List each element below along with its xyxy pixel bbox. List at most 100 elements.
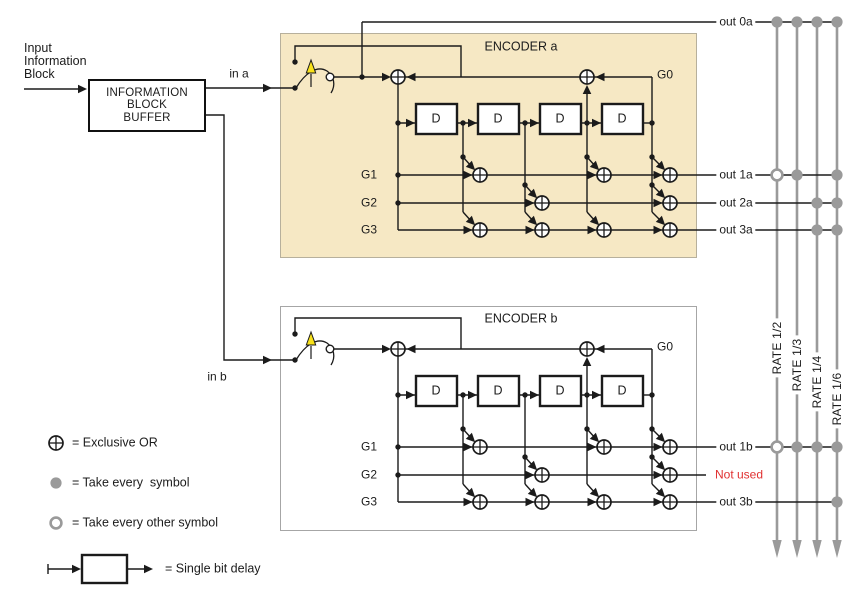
take-every-symbol-point [791, 169, 803, 181]
xor-gate [534, 494, 550, 510]
switch-blade-arc [295, 68, 335, 94]
xor-gate [662, 195, 678, 211]
switch-open-contact [325, 344, 335, 354]
encoder-b-g2-label: G2 [360, 467, 377, 482]
rate-line-2 [812, 22, 822, 558]
out-3b-label: out 3b [716, 496, 756, 509]
delay-d2b-label: D [493, 383, 503, 398]
take-every-symbol-point [811, 441, 823, 453]
rate-line-arrow-icon [792, 540, 802, 558]
take-every-symbol-point [831, 169, 843, 181]
xor-gate [662, 494, 678, 510]
xor-gate [662, 439, 678, 455]
legend-delay-text: = Single bit delay [165, 561, 261, 576]
encoder-b-g0-label: G0 [657, 339, 674, 354]
take-every-symbol-point [831, 496, 843, 508]
legend-every-symbol-text: = Take every symbol [72, 475, 190, 490]
delay-element-box [414, 374, 459, 408]
filled-circle-icon [50, 477, 62, 489]
delay-box-icon [47, 553, 153, 585]
take-every-other-symbol-point [770, 168, 784, 182]
delay-element-box [600, 374, 645, 408]
in-a-label: in a [229, 66, 249, 81]
encoder-a-title: ENCODER a [484, 39, 558, 54]
encoder-a-g2-label: G2 [360, 195, 377, 210]
xor-gate [534, 222, 550, 238]
out-1a-label: out 1a [716, 169, 756, 182]
out-0a-label: out 0a [716, 16, 756, 29]
switch-open-contact [325, 72, 335, 82]
take-every-symbol-point [771, 16, 783, 28]
xor-gate [662, 467, 678, 483]
in-b-label: in b [207, 369, 227, 384]
delay-d1b-label: D [431, 383, 441, 398]
rate-line-1 [792, 22, 802, 558]
take-every-symbol-point [791, 16, 803, 28]
rate-1-4-label: RATE 1/4 [809, 352, 825, 412]
rate-line-arrow-icon [812, 540, 822, 558]
out-0a-line [359, 21, 839, 80]
xor-gate [534, 195, 550, 211]
not-used-label: Not used [711, 469, 767, 482]
xor-gate [472, 439, 488, 455]
delay-d3b-label: D [555, 383, 565, 398]
switch-blade-arc [295, 340, 335, 366]
in-b-line [202, 114, 293, 365]
out-3a-label: out 3a [716, 224, 756, 237]
take-every-symbol-point [811, 197, 823, 209]
delay-d2a-label: D [493, 111, 503, 126]
take-every-symbol-point [831, 224, 843, 236]
encoder-b-box [280, 306, 697, 531]
xor-gate [662, 222, 678, 238]
rate-1-2-label: RATE 1/2 [769, 318, 785, 378]
rate-line-3 [832, 22, 842, 558]
xor-gate [596, 494, 612, 510]
switch-direction-arrow-icon [305, 330, 317, 346]
delay-element-box [476, 374, 521, 408]
encoder-b-title: ENCODER b [484, 311, 558, 326]
xor-gate [48, 435, 64, 451]
legend-every-other-text: = Take every other symbol [72, 515, 219, 530]
take-every-symbol-point [831, 16, 843, 28]
xor-gate [390, 341, 406, 357]
encoder-a-g3-label: G3 [360, 222, 377, 237]
xor-gate [579, 341, 595, 357]
xor-gate [579, 69, 595, 85]
xor-gate [596, 439, 612, 455]
take-every-symbol-point [791, 441, 803, 453]
open-circle-icon [49, 516, 63, 530]
delay-element-box [476, 102, 521, 136]
take-every-symbol-point [811, 224, 823, 236]
take-every-other-symbol-point [770, 440, 784, 454]
take-every-symbol-point [831, 197, 843, 209]
encoder-b-circuit [292, 317, 839, 510]
encoder-b-g1-label: G1 [360, 439, 377, 454]
delay-element-box [600, 102, 645, 136]
encoder-b-g3-label: G3 [360, 494, 377, 509]
xor-gate [390, 69, 406, 85]
information-block-buffer: INFORMATION BLOCK BUFFER [88, 79, 206, 132]
delay-element-box [538, 374, 583, 408]
rate-line-arrow-icon [772, 540, 782, 558]
delay-d4a-label: D [617, 111, 627, 126]
xor-gate [596, 167, 612, 183]
switch-direction-arrow-icon [305, 58, 317, 74]
xor-gate [472, 167, 488, 183]
xor-icon [48, 435, 64, 451]
input-feed [24, 84, 87, 94]
take-every-symbol-point [811, 16, 823, 28]
delay-d1a-label: D [431, 111, 441, 126]
delay-d3a-label: D [555, 111, 565, 126]
delay-element-box [538, 102, 583, 136]
rate-line-arrow-icon [832, 540, 842, 558]
in-a-line [202, 83, 293, 93]
encoder-a-box [280, 33, 697, 258]
delay-element-box [414, 102, 459, 136]
rate-line-0 [772, 22, 782, 558]
xor-gate [534, 467, 550, 483]
rate-1-6-label: RATE 1/6 [829, 369, 845, 429]
encoder-a-g1-label: G1 [360, 167, 377, 182]
xor-gate [472, 494, 488, 510]
encoder-a-g0-label: G0 [657, 67, 674, 82]
